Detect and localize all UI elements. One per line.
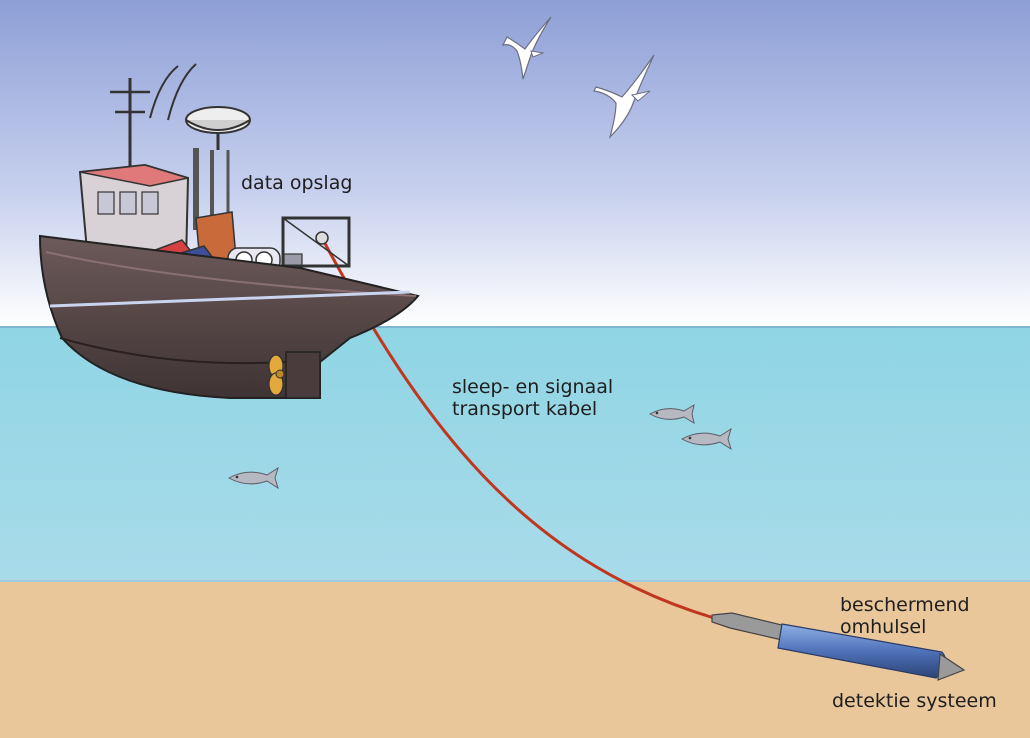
- propeller-icon: [268, 354, 285, 396]
- label-cable-line2: transport kabel: [452, 398, 598, 420]
- label-data-storage-text: data opslag: [241, 172, 353, 194]
- seagull-icon: [501, 16, 552, 80]
- label-sheath-line1: beschermend: [840, 594, 970, 616]
- label-cable: sleep- en signaal transport kabel: [452, 376, 613, 420]
- label-detection-system: detektie systeem: [832, 690, 997, 712]
- fish-icon: [227, 466, 279, 490]
- seagull-icon: [593, 54, 655, 140]
- label-cable-line1: sleep- en signaal: [452, 376, 614, 398]
- label-data-storage: data opslag: [241, 172, 352, 194]
- label-protective-sheath: beschermend omhulsel: [840, 594, 970, 638]
- label-sheath-line2: omhulsel: [840, 616, 927, 638]
- fish-icon: [680, 427, 732, 451]
- label-detection-text: detektie systeem: [832, 690, 997, 712]
- survey-ship: [38, 63, 420, 399]
- radar-dish-icon: [185, 106, 251, 150]
- detection-sensor: [711, 612, 966, 681]
- fish-icon: [648, 403, 695, 425]
